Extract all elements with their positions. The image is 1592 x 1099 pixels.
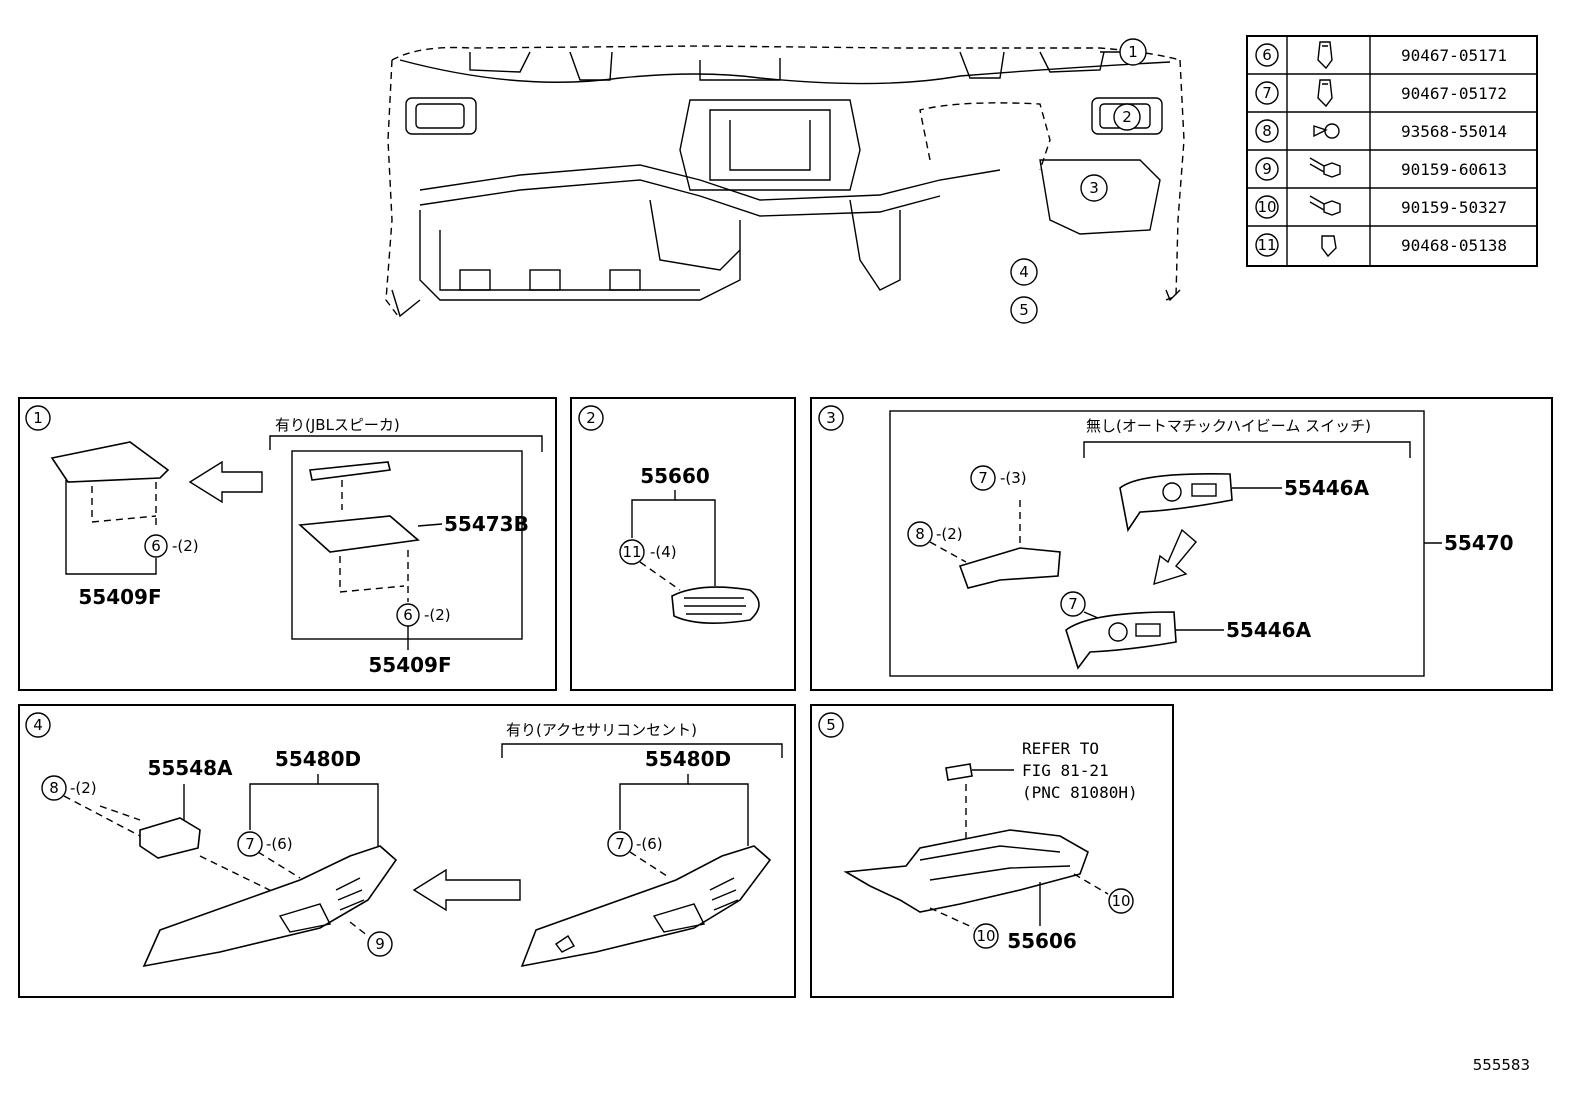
svg-text:9: 9 [1262, 160, 1272, 178]
overview-callout-4: 4 [1010, 258, 1038, 286]
svg-text:9: 9 [375, 935, 385, 953]
svg-text:有り(JBLスピーカ): 有り(JBLスピーカ) [275, 416, 400, 434]
svg-text:-(3): -(3) [1000, 469, 1027, 487]
illustration-id: 555583 [1473, 1056, 1530, 1074]
svg-text:8: 8 [1262, 122, 1272, 140]
fastener-row: 8 93568-55014 [1255, 119, 1507, 143]
svg-text:55409F: 55409F [78, 585, 161, 609]
panel-2: 2 55660 11 -(4) [570, 397, 796, 691]
svg-text:11: 11 [622, 543, 641, 561]
replacement-arrow-icon [188, 460, 263, 504]
switch-panel-part [1119, 472, 1233, 533]
svg-text:7: 7 [1068, 595, 1078, 613]
svg-text:5: 5 [826, 716, 836, 734]
svg-text:10: 10 [976, 927, 995, 945]
hex-bolt-icon [1309, 195, 1341, 216]
svg-text:3: 3 [1089, 179, 1099, 197]
svg-text:7: 7 [245, 835, 255, 853]
svg-text:6: 6 [1262, 46, 1272, 64]
fastener-table [1246, 35, 1538, 267]
svg-text:4: 4 [33, 716, 43, 734]
svg-text:-(4): -(4) [650, 543, 677, 561]
panel-5: 5 REFER TO FIG 81-21 (PNC 81080H) 10 10 … [810, 704, 1174, 998]
overview-callout-2: 2 [1113, 103, 1141, 131]
fastener-row: 10 90159-50327 [1255, 195, 1507, 219]
svg-text:55548A: 55548A [147, 756, 233, 780]
svg-text:3: 3 [826, 409, 836, 427]
under-cover-part [843, 829, 1089, 913]
svg-text:1: 1 [1128, 43, 1138, 61]
svg-text:7: 7 [1262, 84, 1272, 102]
lower-finish-panel-part [142, 845, 398, 968]
bracket-part [139, 817, 201, 859]
svg-text:7: 7 [978, 469, 988, 487]
svg-text:55409F: 55409F [368, 653, 451, 677]
svg-text:90468-05138: 90468-05138 [1401, 236, 1507, 255]
svg-text:4: 4 [1019, 263, 1029, 281]
connector-part [945, 763, 973, 781]
push-clip-icon [1317, 41, 1333, 70]
svg-text:90159-50327: 90159-50327 [1401, 198, 1507, 217]
panel-1: 1 6 -(2) 55409F 有り(JBLスピーカ) 55473B 6 -(2… [18, 397, 557, 691]
vent-register-part [671, 586, 760, 624]
svg-text:8: 8 [49, 779, 59, 797]
svg-text:55470: 55470 [1444, 531, 1514, 555]
fastener-row: 9 90159-60613 [1255, 157, 1507, 181]
svg-text:90467-05172: 90467-05172 [1401, 84, 1507, 103]
svg-text:93568-55014: 93568-55014 [1401, 122, 1507, 141]
svg-text:5: 5 [1019, 301, 1029, 319]
svg-text:8: 8 [915, 525, 925, 543]
svg-text:-(6): -(6) [636, 835, 663, 853]
svg-text:有り(アクセサリコンセント): 有り(アクセサリコンセント) [506, 721, 697, 739]
speaker-cover-part [50, 441, 170, 483]
switch-bezel-part [958, 547, 1061, 589]
svg-text:1: 1 [33, 409, 43, 427]
svg-text:-(6): -(6) [266, 835, 293, 853]
svg-text:6: 6 [151, 537, 161, 555]
svg-text:(PNC 81080H): (PNC 81080H) [1022, 783, 1138, 802]
svg-text:-(2): -(2) [172, 537, 199, 555]
overview-callout-1: 1 [1100, 38, 1147, 66]
panel-4: 4 55548A 8 -(2) 55480D 7 -(6) 9 有り(アクセサリ… [18, 704, 796, 998]
svg-text:-(2): -(2) [424, 606, 451, 624]
panel-3: 3 無し(オートマチックハイビーム スイッチ) 55470 7 -(3) 8 -… [810, 397, 1553, 691]
overview-callout-5: 5 [1010, 296, 1038, 324]
push-clip-icon [1317, 79, 1333, 108]
svg-text:11: 11 [1257, 236, 1276, 254]
svg-text:10: 10 [1257, 198, 1276, 216]
lower-finish-panel-part [520, 845, 772, 968]
svg-text:55446A: 55446A [1284, 476, 1370, 500]
fastener-row: 7 90467-05172 [1255, 79, 1507, 108]
svg-text:6: 6 [403, 606, 413, 624]
svg-text:REFER TO: REFER TO [1022, 739, 1099, 758]
svg-text:7: 7 [615, 835, 625, 853]
svg-text:-(2): -(2) [936, 525, 963, 543]
svg-text:2: 2 [586, 409, 596, 427]
replacement-arrow-icon [1153, 528, 1197, 586]
svg-text:55606: 55606 [1007, 929, 1077, 953]
svg-text:90159-60613: 90159-60613 [1401, 160, 1507, 179]
svg-text:55446A: 55446A [1226, 618, 1312, 642]
tapping-screw-icon [1313, 123, 1340, 139]
fastener-row: 11 90468-05138 [1255, 233, 1507, 258]
replacement-arrow-icon [412, 868, 521, 912]
fastener-row: 6 90467-05171 [1255, 41, 1507, 70]
svg-text:-(2): -(2) [70, 779, 97, 797]
svg-text:55660: 55660 [640, 464, 710, 488]
instrument-panel-overview [385, 45, 1185, 318]
svg-text:10: 10 [1111, 892, 1130, 910]
svg-text:FIG 81-21: FIG 81-21 [1022, 761, 1109, 780]
spring-nut-icon [1321, 235, 1337, 258]
overview-callout-3: 3 [1080, 174, 1108, 202]
svg-text:90467-05171: 90467-05171 [1401, 46, 1507, 65]
svg-text:55473B: 55473B [444, 512, 529, 536]
svg-text:無し(オートマチックハイビーム スイッチ): 無し(オートマチックハイビーム スイッチ) [1086, 417, 1371, 435]
svg-text:2: 2 [1122, 108, 1132, 126]
hex-bolt-icon [1309, 157, 1341, 178]
svg-text:55480D: 55480D [275, 747, 361, 771]
svg-text:55480D: 55480D [645, 747, 731, 771]
